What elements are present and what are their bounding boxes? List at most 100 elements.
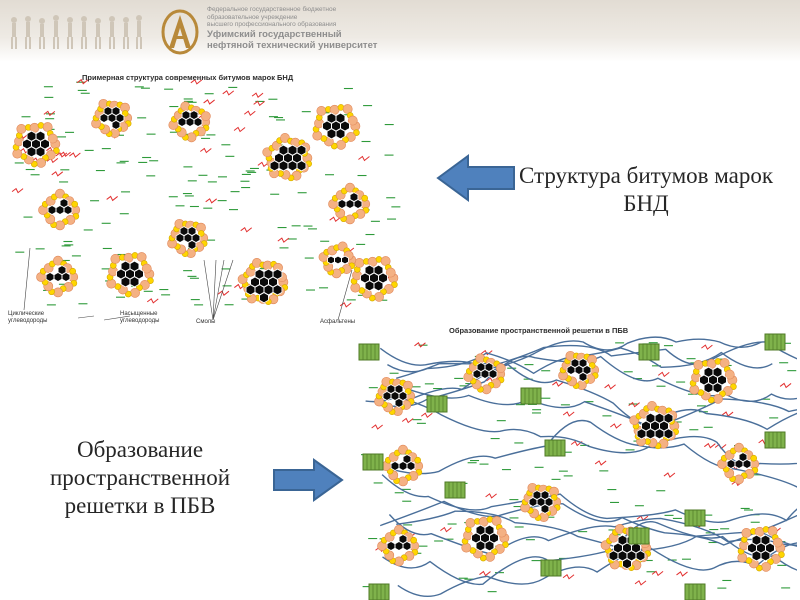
polymer-block-body [520, 387, 542, 405]
resin-yellow-dot [750, 454, 758, 462]
polymer-block-body [764, 431, 786, 449]
pointer-line [212, 259, 225, 321]
cyclic-zigzag [401, 417, 414, 424]
polymer-block-body [684, 583, 706, 600]
polymer-block-body [362, 453, 384, 471]
resin-yellow-dot [550, 494, 558, 501]
asphaltene-hex [394, 398, 404, 408]
resin-orange-hex [141, 263, 152, 274]
asphaltene-hex [287, 144, 298, 156]
asphaltene-hex [269, 160, 280, 172]
resin-yellow-dot [361, 194, 369, 202]
asphaltene-cluster [558, 350, 600, 391]
resin-orange-hex [347, 115, 358, 126]
arrow-right-icon [273, 458, 344, 502]
asphaltene-hex [287, 160, 298, 172]
bitumen-structure-graphic [11, 78, 401, 321]
asphaltene-hex [341, 255, 349, 265]
caption-bitumen-structure: Структура битумов марок БНД [518, 163, 774, 216]
cyclic-zigzag [657, 371, 670, 378]
cyclic-zigzag [663, 472, 676, 478]
resin-yellow-dot [330, 142, 338, 150]
asphaltene-hex [327, 255, 335, 265]
asphaltene-hex [278, 160, 289, 172]
asphaltene-hex [120, 260, 131, 272]
asphaltene-hex [636, 428, 647, 440]
asphaltene-cluster [328, 182, 371, 225]
asphaltene-cluster [689, 358, 738, 404]
polymer-block-icon [684, 509, 706, 527]
cyclic-zigzag [233, 126, 246, 133]
resin-yellow-dot [124, 290, 132, 298]
cyclic-zigzag [628, 401, 640, 408]
asphaltene-hex [760, 550, 771, 562]
people-figures-logo [11, 15, 142, 49]
asphaltene-hex [263, 268, 274, 280]
polymer-chain [397, 542, 797, 597]
cyclic-zigzag [277, 237, 290, 243]
polymer-block-body [638, 343, 660, 361]
resin-yellow-dot [707, 396, 715, 404]
cyclic-zigzag [440, 526, 452, 533]
cyclic-zigzag [562, 573, 575, 580]
cyclic-zigzag [257, 161, 270, 168]
cyclic-zigzag [420, 412, 433, 419]
asphaltene-hex [578, 358, 588, 368]
asphaltene-hex [608, 550, 619, 562]
cyclic-zigzag [704, 442, 716, 449]
polymer-block-icon [638, 343, 660, 361]
org-line: Федеральное государственное бюджетное [207, 6, 337, 13]
resin-orange-hex [350, 282, 361, 293]
asphaltene-hex [111, 120, 121, 130]
asphaltene-cluster [12, 122, 61, 168]
asphaltene-hex [59, 198, 69, 208]
asphaltene-hex [622, 558, 632, 570]
asphaltene-hex [635, 550, 646, 562]
cyclic-zigzag [253, 100, 265, 107]
asphaltene-hex [26, 146, 37, 158]
asphaltene-hex [738, 452, 748, 462]
resin-orange-hex [53, 255, 63, 266]
asphaltene-hex [617, 534, 628, 546]
asphaltene-hex [120, 276, 131, 288]
asphaltene-cluster [168, 101, 211, 143]
resin-orange-hex [737, 552, 748, 563]
resin-orange-hex [734, 442, 744, 453]
asphaltene-cluster [717, 442, 760, 485]
resin-yellow-dot [353, 129, 360, 136]
asphaltene-cluster [36, 255, 79, 298]
cyclic-zigzag [55, 152, 68, 158]
resin-yellow-dot [730, 383, 737, 390]
cyclic-zigzag [222, 90, 235, 96]
asphaltene-hex [390, 461, 400, 471]
polymer-block-body [764, 333, 786, 351]
polymer-block-icon [764, 431, 786, 449]
asphaltene-hex [334, 255, 342, 265]
org-line: высшего профессионального образования [207, 21, 337, 28]
resin-orange-hex [724, 369, 735, 380]
asphaltene-hex [663, 412, 674, 424]
resin-yellow-dot [197, 230, 205, 237]
asphaltene-hex [364, 264, 375, 276]
diagram-title: Примерная структура современных битумов … [82, 73, 294, 82]
asphaltene-hex [26, 130, 37, 142]
asphaltene-hex [394, 384, 404, 394]
resin-orange-hex [689, 384, 700, 395]
resin-orange-hex [36, 157, 46, 168]
asphaltene-hex [484, 524, 495, 536]
polymer-block-body [540, 559, 562, 577]
asphaltene-hex [129, 276, 140, 288]
resin-yellow-dot [30, 160, 38, 168]
asphaltene-hex [751, 550, 762, 562]
asphaltene-cluster [737, 526, 786, 572]
cyclic-zigzag [46, 157, 59, 164]
resin-orange-hex [385, 267, 396, 278]
label-resins: Смолы [196, 319, 216, 325]
resin-yellow-dot [368, 294, 376, 302]
cyclic-zigzag [106, 195, 118, 202]
cyclic-zigzag [205, 198, 218, 204]
asphaltene-hex [272, 268, 283, 280]
asphaltene-hex [45, 272, 55, 282]
asphaltene-hex [570, 358, 580, 368]
cyclic-zigzag [190, 79, 203, 85]
